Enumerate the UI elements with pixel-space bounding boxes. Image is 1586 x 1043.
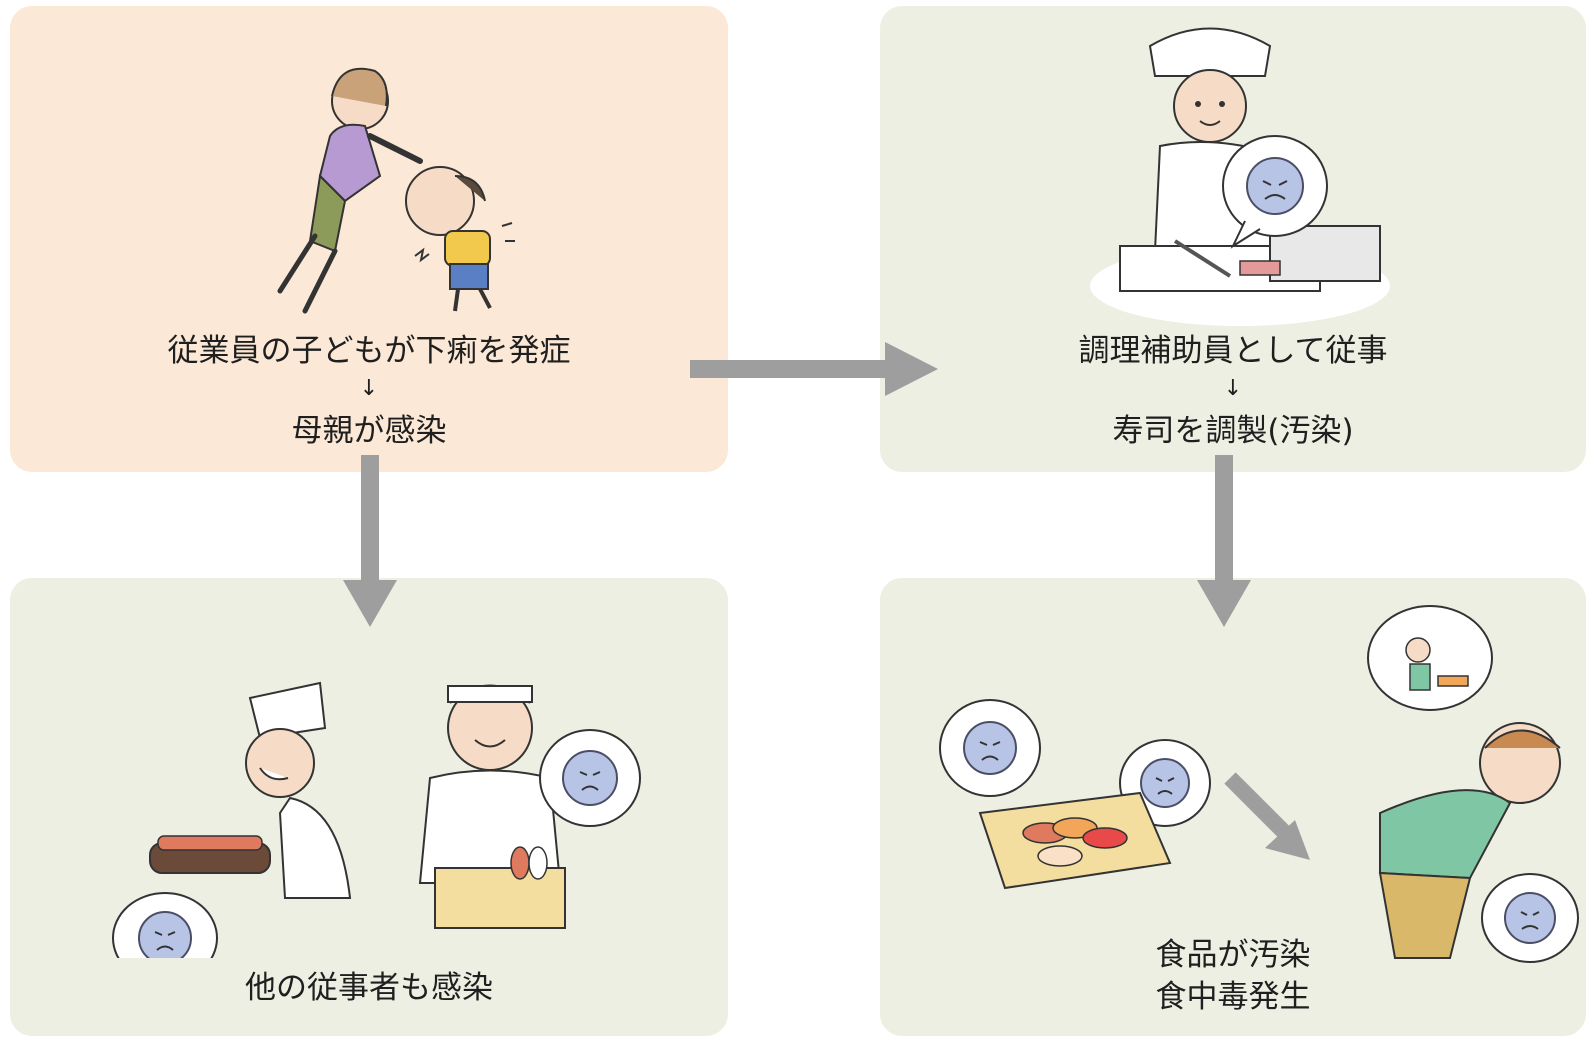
caption-food-contaminated: 食品が汚染: [1155, 937, 1311, 973]
down-flow-arrow-right-icon: [1197, 455, 1251, 627]
small-down-arrow: ↓: [1223, 376, 1243, 401]
caption-assistant-cook: 調理補助員として従事: [1078, 333, 1388, 369]
cook-cutting-fish-illustration: [1090, 27, 1390, 326]
panel-kitchen-work: 調理補助員として従事 ↓ 寿司を調製(汚染): [880, 6, 1586, 472]
coworkers-illustration: [112, 681, 641, 958]
right-flow-arrow-icon: [690, 342, 938, 396]
panel-child-infection: 従業員の子どもが下痢を発症 ↓ 母親が感染: [10, 6, 728, 472]
panel-food-poisoning: 食品が汚染 食中毒発生: [880, 578, 1586, 1036]
caption-food-poisoning: 食中毒発生: [1155, 979, 1311, 1015]
small-down-arrow: ↓: [359, 376, 379, 401]
caption-coworkers-infected: 他の従事者も感染: [245, 970, 493, 1006]
virus-speech-bubble-icon: [1222, 135, 1328, 249]
mother-child-illustration: [277, 67, 515, 314]
panel-coworkers-infected: 他の従事者も感染: [10, 578, 728, 1036]
caption-mother-infected: 母親が感染: [291, 413, 447, 449]
caption-child-diarrhea: 従業員の子どもが下痢を発症: [167, 333, 571, 369]
caption-sushi-contaminated: 寿司を調製(汚染): [1112, 413, 1354, 449]
down-flow-arrow-left-icon: [343, 455, 397, 627]
sushi-and-sick-man-illustration: [939, 605, 1579, 963]
